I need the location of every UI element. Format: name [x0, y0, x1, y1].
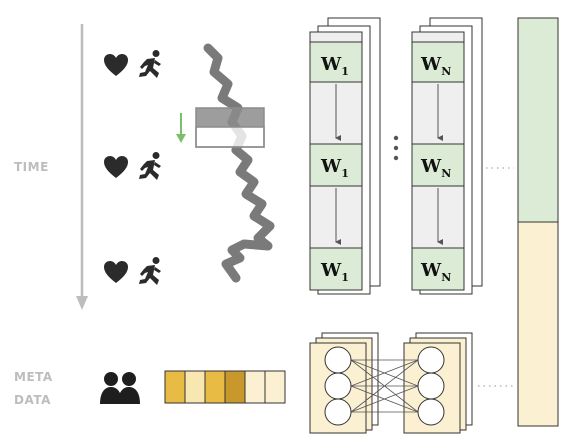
weight-w1-bottom: W1: [320, 260, 349, 284]
stack-ellipsis: [393, 135, 399, 161]
weight-stack-n: [411, 17, 483, 295]
row-2-icons: [104, 152, 161, 180]
signal-trace: [203, 43, 275, 283]
meta-vector: [164, 370, 286, 404]
sliding-window: [195, 107, 265, 148]
weight-wn-mid: WN: [420, 156, 451, 180]
heart-icon: [104, 54, 128, 76]
output-column-yellow: [517, 221, 559, 427]
row-3-icons: [104, 257, 161, 285]
runner-icon: [139, 152, 161, 180]
data-label: DATA: [14, 393, 51, 407]
meta-network: [309, 332, 473, 434]
row-1-icons: [104, 50, 161, 78]
output-column-green: [517, 17, 559, 223]
weight-stack-1: [309, 17, 381, 295]
time-label: TIME: [14, 160, 49, 174]
window-down-arrow: [176, 113, 186, 143]
meta-label: META: [14, 370, 53, 384]
runner-icon: [139, 50, 161, 78]
time-axis-arrowhead: [76, 296, 88, 310]
heart-icon: [104, 261, 128, 283]
heart-icon: [104, 156, 128, 178]
weight-wn-top: WN: [420, 54, 451, 78]
people-icon: [100, 372, 140, 404]
weight-wn-bottom: WN: [420, 260, 451, 284]
weight-w1-mid: W1: [320, 156, 349, 180]
runner-icon: [139, 257, 161, 285]
weight-w1-top: W1: [320, 54, 349, 78]
